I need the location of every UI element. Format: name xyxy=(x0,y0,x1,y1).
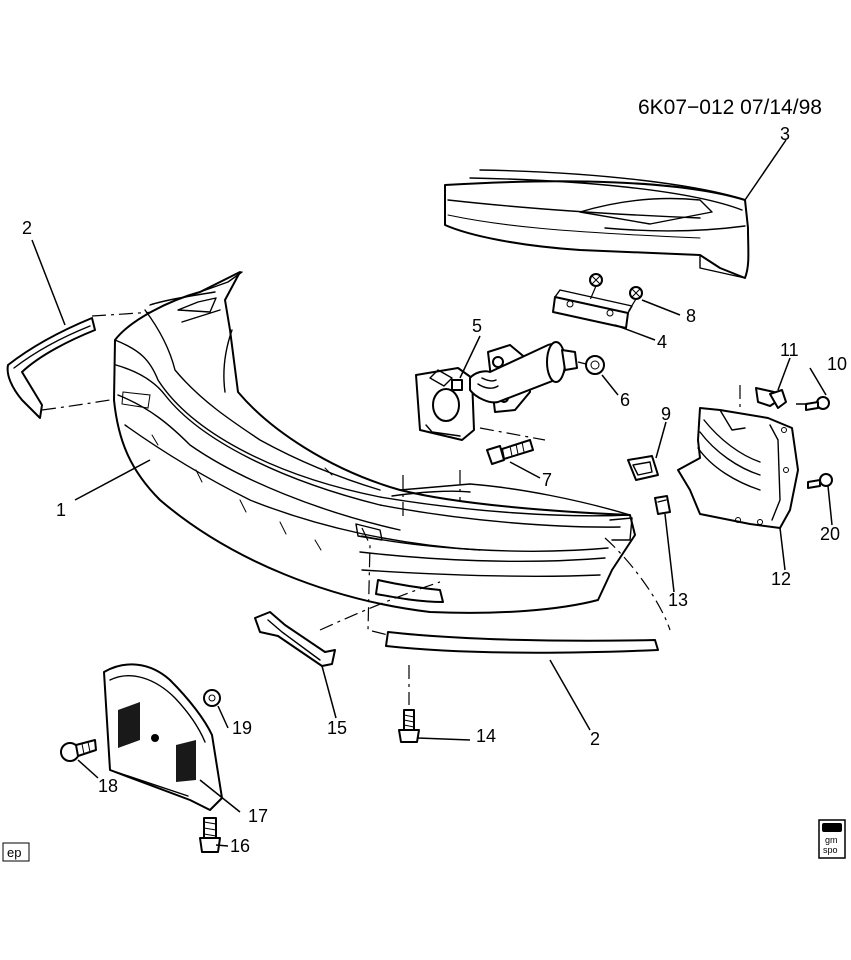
callout-7: 7 xyxy=(542,470,552,490)
callout-16: 16 xyxy=(230,836,250,856)
part-3-impact-bar xyxy=(444,169,750,279)
part-19-nut xyxy=(203,689,221,707)
callout-2-left: 2 xyxy=(22,218,32,238)
callout-5: 5 xyxy=(472,316,482,336)
callout-2-bottom: 2 xyxy=(590,729,600,749)
absorber-shaft xyxy=(469,341,578,413)
callout-19: 19 xyxy=(232,718,252,738)
callout-14: 14 xyxy=(476,726,496,746)
callout-18: 18 xyxy=(98,776,118,796)
part-1-bumper-fascia xyxy=(113,271,636,614)
gm-spo-logo: gm spo xyxy=(818,819,846,859)
gm-spo-logo-bottom: spo xyxy=(823,845,838,855)
callout-1: 1 xyxy=(56,500,66,520)
part-4-bracket xyxy=(552,289,633,329)
diagram-reference: 6K07−012 07/14/98 xyxy=(638,96,822,119)
part-18-bolt xyxy=(60,739,97,762)
part-17-license-bracket xyxy=(103,663,223,811)
ep-tag-label: ep xyxy=(7,845,21,860)
leader-lines xyxy=(31,139,833,847)
callout-13: 13 xyxy=(668,590,688,610)
part-8-nuts xyxy=(589,273,643,313)
part-9-clip xyxy=(627,455,659,481)
callout-12: 12 xyxy=(771,569,791,589)
callout-8: 8 xyxy=(686,306,696,326)
part-7-bolt xyxy=(479,427,546,465)
part-10-screw xyxy=(805,396,830,411)
callout-4: 4 xyxy=(657,332,667,352)
part-20-screw xyxy=(807,473,833,489)
part-6-nut xyxy=(585,355,605,375)
part-5-mount-bracket xyxy=(415,367,475,441)
callout-3: 3 xyxy=(780,124,790,144)
gm-spo-logo-top: gm xyxy=(825,835,838,845)
part-13-clip xyxy=(654,495,671,515)
callout-15: 15 xyxy=(327,718,347,738)
callout-9: 9 xyxy=(661,404,671,424)
part-11-push-pin xyxy=(755,387,787,409)
ep-tag: ep xyxy=(2,842,30,862)
part-16-bolt xyxy=(199,817,221,853)
part-2-lower-strip xyxy=(361,527,671,654)
part-12-splash-shield xyxy=(677,385,799,529)
callout-10: 10 xyxy=(827,354,847,374)
callout-6: 6 xyxy=(620,390,630,410)
part-14-bolt xyxy=(398,665,420,743)
callout-20: 20 xyxy=(820,524,840,544)
callout-17: 17 xyxy=(248,806,268,826)
callout-11: 11 xyxy=(780,340,799,360)
part-15-brace xyxy=(254,581,441,667)
